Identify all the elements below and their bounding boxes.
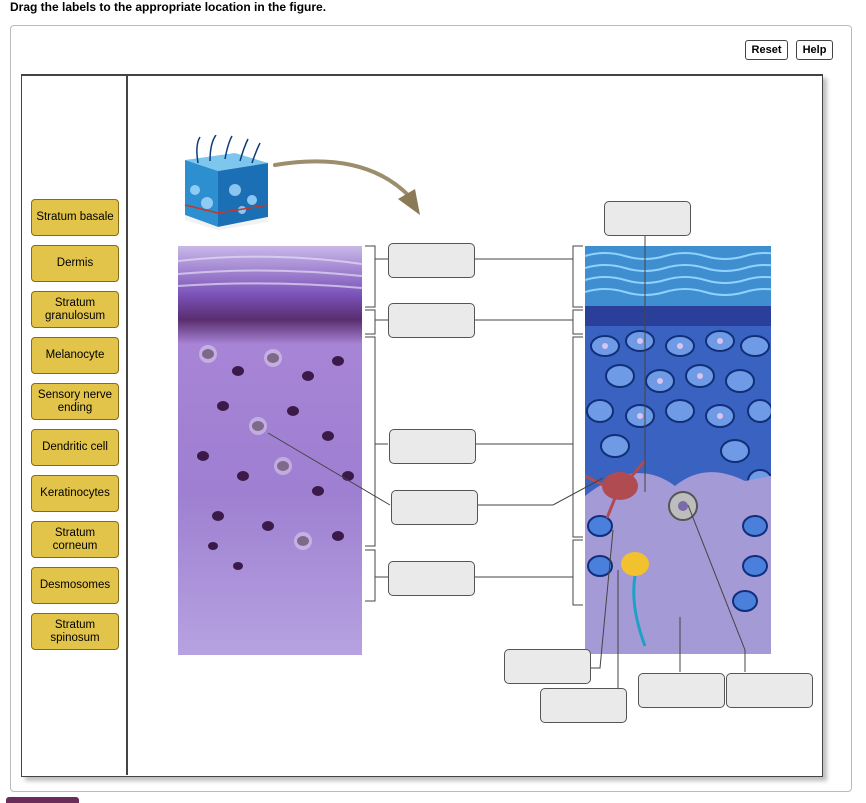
skin-cube-image (180, 135, 270, 230)
instruction-text: Drag the labels to the appropriate locat… (10, 0, 327, 14)
skin-layers-illustration (585, 246, 771, 654)
help-button[interactable]: Help (796, 40, 833, 60)
drop-target-layer-2[interactable] (388, 303, 475, 338)
drop-target-top-right[interactable] (604, 201, 691, 236)
drop-target-layer-1[interactable] (388, 243, 475, 278)
bottom-tab[interactable] (6, 797, 79, 803)
label-stratum-corneum[interactable]: Stratum corneum (31, 521, 119, 558)
drop-target-bottom-3[interactable] (638, 673, 725, 708)
label-dendritic-cell[interactable]: Dendritic cell (31, 429, 119, 466)
drop-target-bottom-1[interactable] (504, 649, 591, 684)
drop-target-layer-3[interactable] (389, 429, 476, 464)
reset-button[interactable]: Reset (745, 40, 788, 60)
label-stratum-basale[interactable]: Stratum basale (31, 199, 119, 236)
label-melanocyte[interactable]: Melanocyte (31, 337, 119, 374)
label-stratum-granulosum[interactable]: Stratum granulosum (31, 291, 119, 328)
label-sensory-nerve-ending[interactable]: Sensory nerve ending (31, 383, 119, 420)
label-keratinocytes[interactable]: Keratinocytes (31, 475, 119, 512)
drop-target-layer-4[interactable] (388, 561, 475, 596)
curved-arrow-icon (273, 159, 420, 215)
drop-target-bottom-4[interactable] (726, 673, 813, 708)
drop-target-bottom-2[interactable] (540, 688, 627, 723)
label-stratum-spinosum[interactable]: Stratum spinosum (31, 613, 119, 650)
label-desmosomes[interactable]: Desmosomes (31, 567, 119, 604)
label-bank-divider (126, 74, 128, 775)
label-dermis[interactable]: Dermis (31, 245, 119, 282)
drop-target-center[interactable] (391, 490, 478, 525)
